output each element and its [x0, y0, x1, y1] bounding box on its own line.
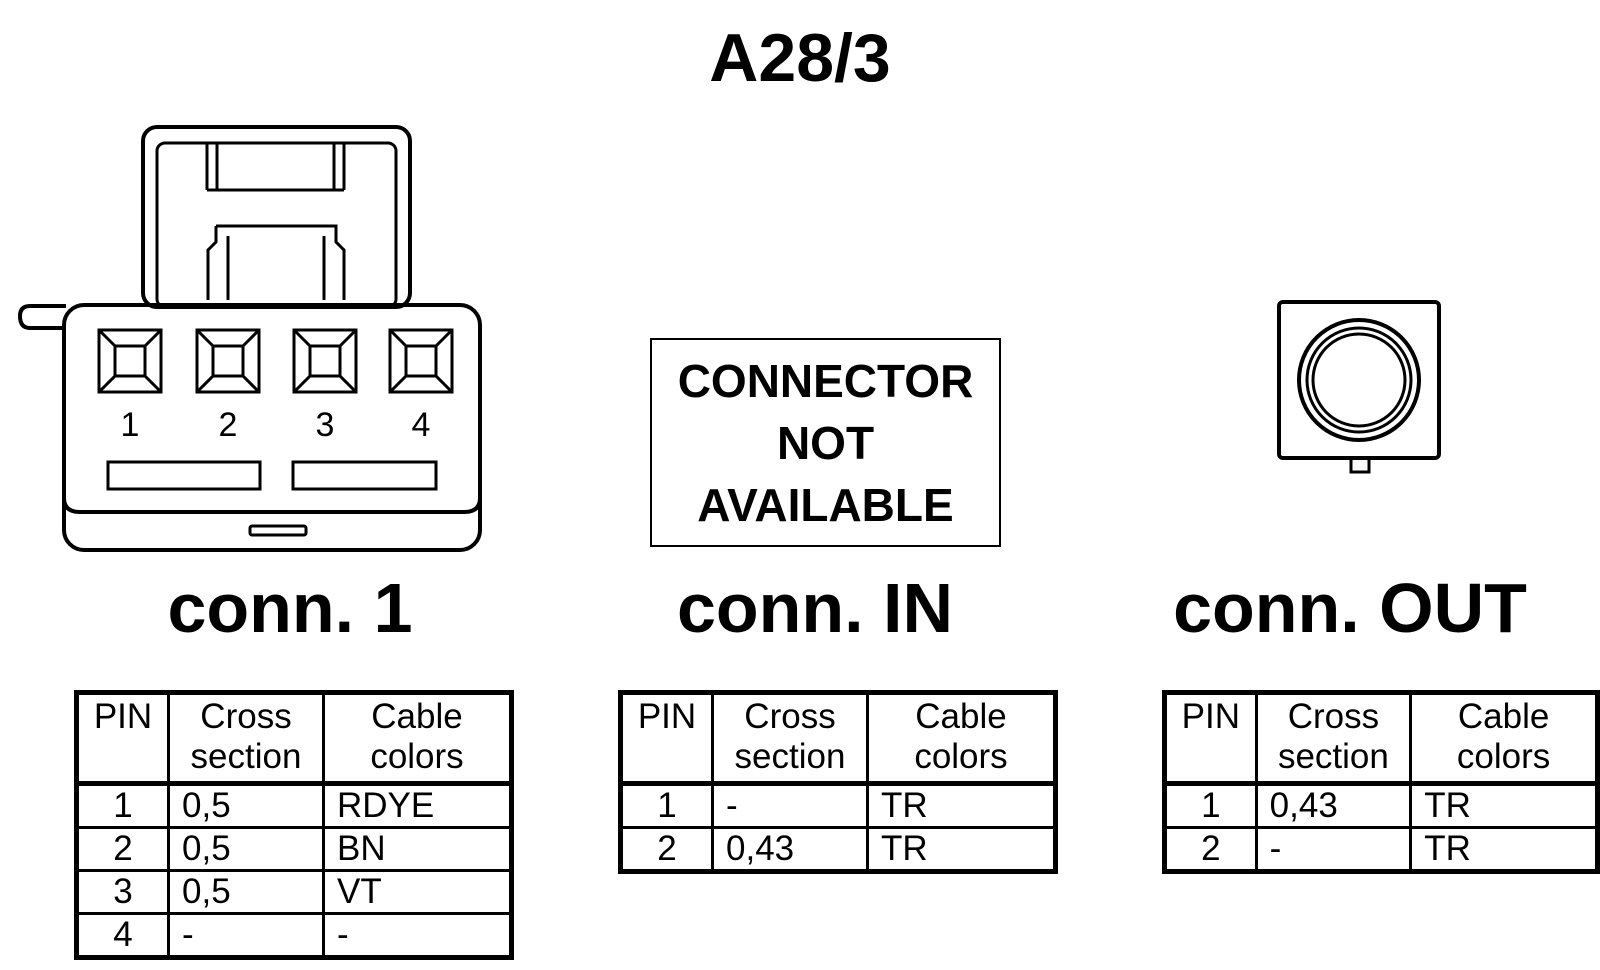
cell-cable-color: RDYE [322, 782, 513, 829]
header-cross-section: Cross section [167, 691, 325, 785]
cell-cross-section: 0,43 [711, 826, 869, 873]
cell-pin: 2 [619, 826, 714, 873]
connector-1-label: conn. 1 [167, 569, 413, 647]
header-cable-colors: Cable colors [866, 691, 1057, 785]
connector-housing [62, 303, 482, 552]
cell-cross-section: - [167, 912, 325, 959]
pin-label-3: 3 [316, 406, 335, 444]
cell-cross-section: 0,5 [167, 782, 325, 829]
cell-pin: 1 [619, 782, 714, 829]
cell-cable-color: - [322, 912, 513, 959]
connector-out-label: conn. OUT [1173, 569, 1527, 647]
pin-label-1: 1 [121, 406, 140, 444]
cell-cable-color: TR [866, 826, 1057, 873]
header-cable-colors: Cable colors [322, 691, 513, 785]
cell-cable-color: VT [322, 869, 513, 915]
cell-cross-section: 0,5 [167, 869, 325, 915]
connector-out-drawing [1277, 300, 1441, 474]
table-row: 4-- [75, 912, 513, 959]
cell-cross-section: 0,43 [1254, 782, 1413, 829]
cell-pin: 2 [75, 826, 170, 872]
cell-cable-color: TR [1409, 826, 1599, 873]
table-row: 2-TR [1163, 826, 1599, 873]
table-row: 1-TR [619, 782, 1057, 829]
connector-not-available-box: CONNECTOR NOT AVAILABLE [650, 338, 1001, 547]
cell-pin: 4 [75, 912, 170, 959]
diagram-title: A28/3 [709, 20, 891, 96]
cell-pin: 1 [75, 782, 170, 829]
header-pin: PIN [75, 691, 170, 785]
connector-not-available-text: CONNECTOR NOT AVAILABLE [677, 354, 974, 531]
header-cross-section: Cross section [711, 691, 869, 785]
connector-in-label: conn. IN [676, 569, 954, 647]
cell-pin: 1 [1163, 782, 1258, 829]
cell-cross-section: - [711, 782, 869, 829]
header-pin: PIN [1163, 691, 1258, 785]
header-cable-colors: Cable colors [1409, 691, 1599, 785]
header-pin: PIN [619, 691, 714, 785]
cell-pin: 2 [1163, 826, 1258, 873]
cell-cross-section: 0,5 [167, 826, 325, 872]
cell-cross-section: - [1254, 826, 1413, 873]
connector-out-housing [1277, 300, 1441, 460]
connector-1-drawing: 1 2 3 4 [17, 125, 482, 552]
cell-cable-color: BN [322, 826, 513, 872]
pin-label-2: 2 [219, 406, 238, 444]
cell-cable-color: TR [1409, 782, 1599, 829]
cell-cable-color: TR [866, 782, 1057, 829]
cell-pin: 3 [75, 869, 170, 915]
pin-label-4: 4 [412, 406, 431, 444]
latch-frame [141, 125, 412, 309]
header-cross-section: Cross section [1254, 691, 1413, 785]
